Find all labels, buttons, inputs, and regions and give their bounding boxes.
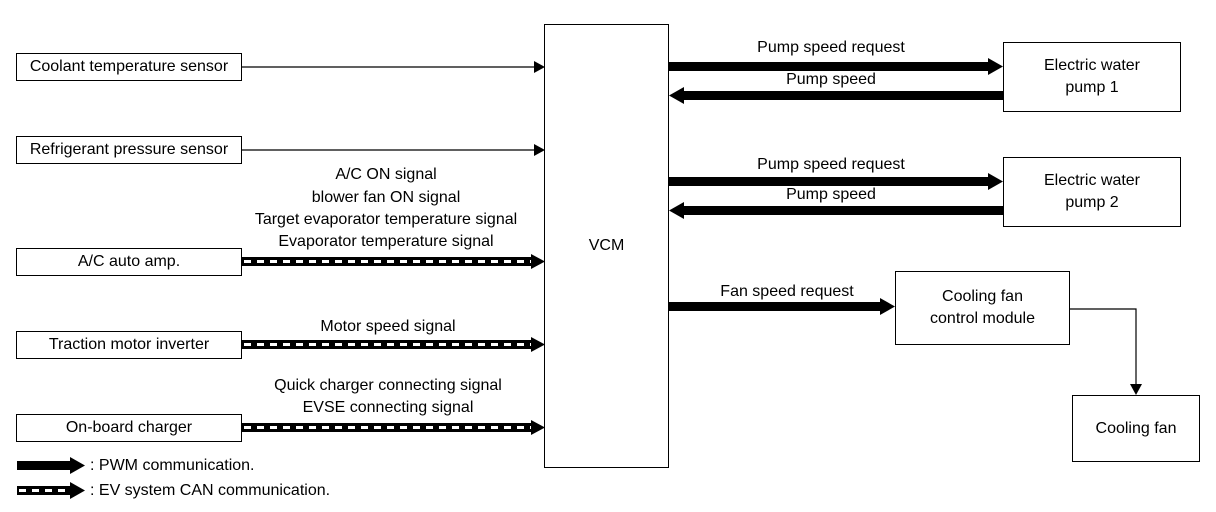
legend-pwm-arrow — [17, 457, 85, 474]
refrigerant-sensor-box: Refrigerant pressure sensor — [16, 136, 242, 164]
inverter-label: Traction motor inverter — [48, 336, 210, 353]
fan-module-label-line1: Cooling fan — [942, 288, 1023, 305]
legend-can-label: : EV system CAN communication. — [90, 482, 331, 499]
refrigerant-sensor-label: Refrigerant pressure sensor — [29, 141, 229, 158]
legend-pwm-label: : PWM communication. — [90, 457, 255, 474]
coolant-sensor-box: Coolant temperature sensor — [16, 53, 242, 81]
pump2-speed-pwm-line — [669, 202, 1003, 219]
pump1-request-label: Pump speed request — [757, 39, 905, 56]
motor-speed-signal-label: Motor speed signal — [320, 318, 456, 335]
coolant-sensor-label: Coolant temperature sensor — [29, 58, 229, 75]
ac-amp-box: A/C auto amp. — [16, 248, 242, 276]
fan-module-box: Cooling fan control module — [895, 271, 1070, 345]
cooling-fan-box: Cooling fan — [1072, 395, 1200, 462]
inverter-can-line — [242, 337, 545, 352]
pump1-label-line1: Electric water — [1043, 57, 1141, 74]
pump2-box: Electric water pump 2 — [1003, 157, 1181, 227]
charger-label: On-board charger — [65, 419, 193, 436]
legend-can-arrow — [17, 482, 85, 499]
ac-on-signal-label: A/C ON signal — [335, 166, 437, 183]
ac-amp-can-line — [242, 254, 545, 269]
pump2-request-label: Pump speed request — [757, 156, 905, 173]
vcm-box: VCM — [544, 24, 669, 468]
charger-can-line — [242, 420, 545, 435]
cooling-fan-label: Cooling fan — [1095, 419, 1177, 437]
fan-module-label-line2: control module — [930, 310, 1035, 327]
pump2-request-pwm-line — [669, 173, 1003, 190]
pump1-request-pwm-line — [669, 58, 1003, 75]
charger-box: On-board charger — [16, 414, 242, 442]
pump1-speed-pwm-line — [669, 87, 1003, 104]
inverter-box: Traction motor inverter — [16, 331, 242, 359]
pump1-box: Electric water pump 1 — [1003, 42, 1181, 112]
ac-amp-label: A/C auto amp. — [77, 253, 181, 270]
coolant-arrowhead — [534, 61, 545, 73]
evse-signal-label: EVSE connecting signal — [302, 399, 474, 416]
fan-request-label: Fan speed request — [720, 283, 854, 300]
evap-temp-label: Evaporator temperature signal — [278, 233, 494, 250]
target-evap-temp-label: Target evaporator temperature signal — [254, 211, 518, 228]
fan-control-line — [1070, 308, 1137, 386]
refrigerant-arrowhead — [534, 144, 545, 156]
blower-fan-signal-label: blower fan ON signal — [311, 189, 461, 206]
vcm-label: VCM — [588, 237, 625, 254]
pump2-speed-label: Pump speed — [786, 186, 876, 203]
fan-request-pwm-line — [669, 298, 895, 315]
quick-charger-signal-label: Quick charger connecting signal — [274, 377, 502, 394]
fan-control-arrowhead — [1130, 384, 1142, 395]
pump1-label-line2: pump 1 — [1065, 79, 1119, 96]
pump2-label-line1: Electric water — [1043, 172, 1141, 189]
pump1-speed-label: Pump speed — [786, 71, 876, 88]
pump2-label-line2: pump 2 — [1065, 194, 1119, 211]
